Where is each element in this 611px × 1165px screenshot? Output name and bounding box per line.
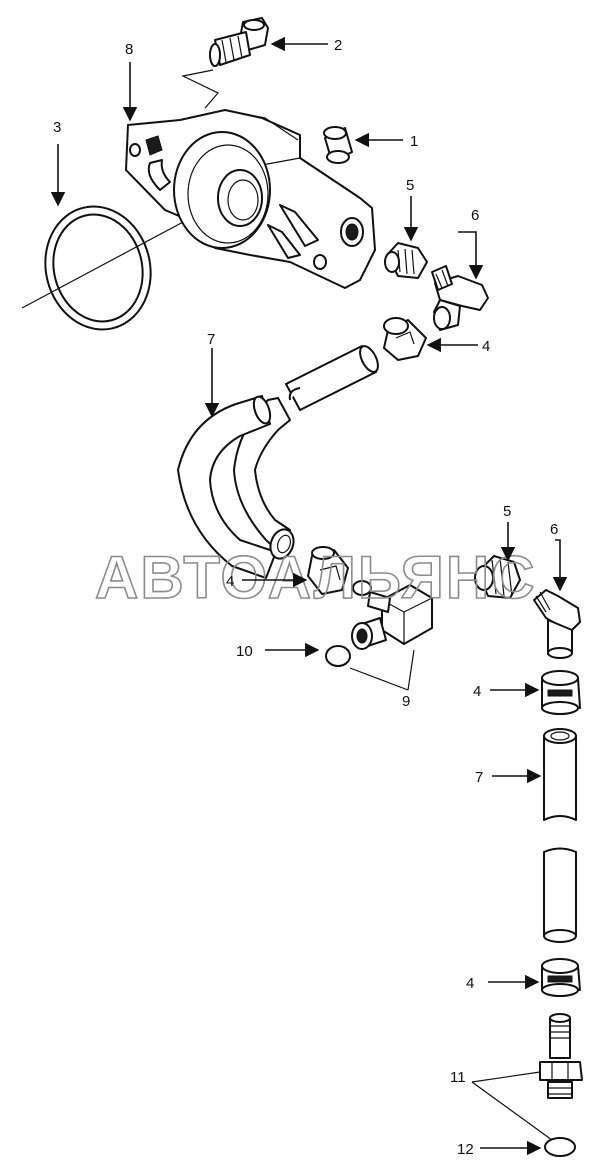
elbow-part-6-upper bbox=[431, 265, 489, 331]
callout-label-9: 9 bbox=[402, 693, 410, 710]
fitting-part-5-upper bbox=[384, 242, 428, 279]
callout-label-4-right-lower: 4 bbox=[466, 975, 474, 992]
callout-label-11: 11 bbox=[450, 1069, 466, 1086]
callout-label-6-upper: 6 bbox=[471, 207, 479, 224]
callout-label-4-upper: 4 bbox=[482, 338, 490, 355]
callout-label-2: 2 bbox=[334, 37, 342, 54]
callout-label-12: 12 bbox=[457, 1141, 474, 1158]
hose-part-7-right bbox=[543, 728, 577, 943]
clamp-part-4-right-upper bbox=[541, 670, 581, 715]
watermark-text: АВТОАЛЬЯНС bbox=[95, 544, 537, 611]
callout-leaders bbox=[50, 36, 568, 1156]
union-fitting-part-11 bbox=[539, 1013, 583, 1099]
plug-part-1 bbox=[323, 126, 353, 164]
callout-label-5-upper: 5 bbox=[406, 177, 414, 194]
callout-label-4-right-upper: 4 bbox=[473, 683, 481, 700]
callout-label-6-lower: 6 bbox=[550, 521, 558, 538]
clamp-part-4-right-lower bbox=[541, 958, 581, 997]
callout-label-3: 3 bbox=[53, 119, 61, 136]
callout-label-10: 10 bbox=[236, 643, 253, 660]
callout-label-5-lower: 5 bbox=[503, 503, 511, 520]
callout-label-4-middle: 4 bbox=[226, 573, 234, 590]
seal-ring-part-12 bbox=[544, 1137, 576, 1157]
bolt-part-2 bbox=[209, 17, 269, 67]
callout-label-1: 1 bbox=[410, 133, 418, 150]
housing-part-8 bbox=[125, 109, 376, 289]
seal-ring-part-10 bbox=[325, 645, 351, 667]
hose-part-7-upper bbox=[177, 345, 379, 579]
tee-fitting-part-9 bbox=[351, 580, 433, 650]
clamp-part-4-upper bbox=[383, 317, 427, 361]
callout-label-8: 8 bbox=[125, 41, 133, 58]
bolt-leader bbox=[181, 69, 219, 109]
callout-label-7-upper: 7 bbox=[207, 331, 215, 348]
clamp-part-4-middle bbox=[307, 546, 349, 595]
fitting-part-5-lower bbox=[474, 555, 521, 599]
elbow-part-6-lower bbox=[533, 589, 581, 659]
callout-label-7-right: 7 bbox=[475, 769, 483, 786]
